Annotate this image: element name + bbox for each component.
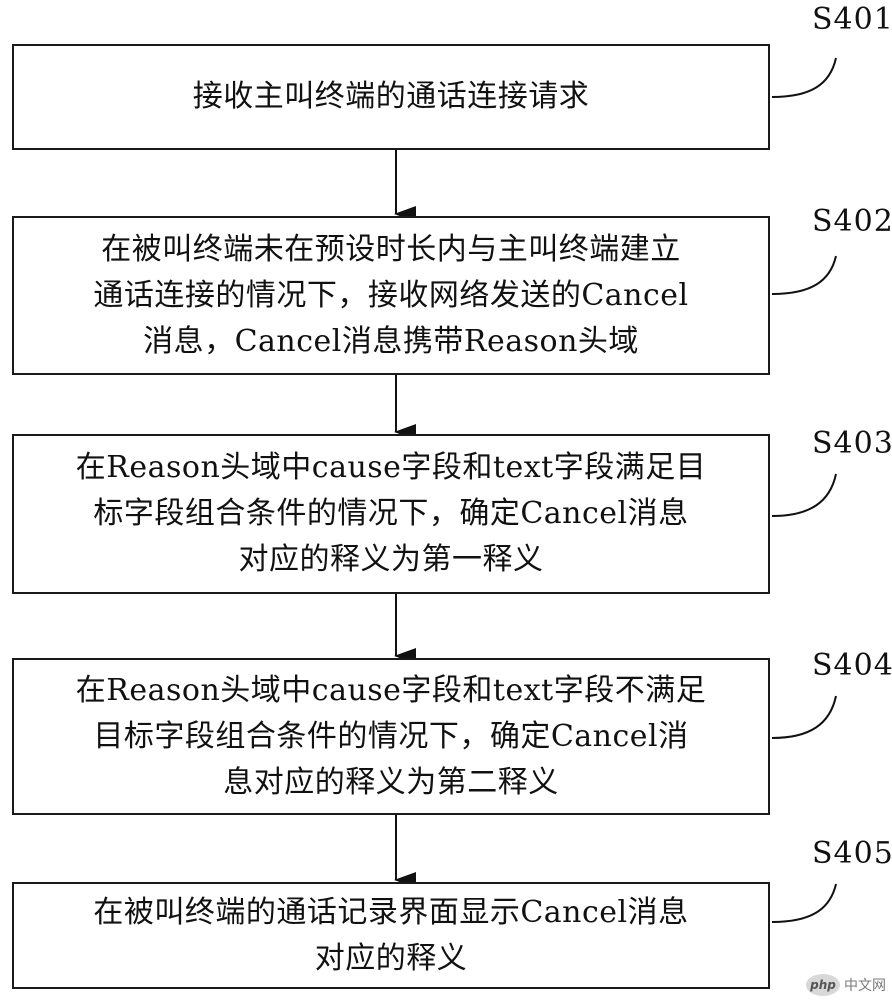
step-box-s402: 在被叫终端未在预设时长内与主叫终端建立 通话连接的情况下，接收网络发送的Canc… xyxy=(12,216,770,375)
site-watermark: php 中文网 xyxy=(806,974,886,996)
step-text-s403: 在Reason头域中cause字段和text字段满足目 标字段组合条件的情况下，… xyxy=(14,445,768,583)
leader-s403 xyxy=(771,473,837,517)
step-line: 对应的释义 xyxy=(314,940,468,976)
step-line: 在被叫终端未在预设时长内与主叫终端建立 xyxy=(101,231,681,267)
step-line: 接收主叫终端的通话连接请求 xyxy=(192,79,590,114)
step-box-s405: 在被叫终端的通话记录界面显示Cancel消息 对应的释义 xyxy=(12,882,770,989)
step-label-s401: S401 xyxy=(812,2,892,37)
leader-s404 xyxy=(771,695,837,739)
step-line: 消息，Cancel消息携带Reason头域 xyxy=(143,323,639,359)
step-line: 目标字段组合条件的情况下，确定Cancel消 xyxy=(93,718,689,754)
step-line: 息对应的释义为第二释义 xyxy=(223,764,559,800)
step-label-s405: S405 xyxy=(812,836,892,871)
leader-s405 xyxy=(771,883,837,923)
watermark-logo: php xyxy=(806,974,840,996)
step-box-s404: 在Reason头域中cause字段和text字段不满足 目标字段组合条件的情况下… xyxy=(12,658,770,815)
step-label-s404: S404 xyxy=(812,648,892,683)
step-box-s403: 在Reason头域中cause字段和text字段满足目 标字段组合条件的情况下，… xyxy=(12,434,770,594)
leader-s402 xyxy=(771,255,837,295)
step-box-s401: 接收主叫终端的通话连接请求 xyxy=(12,44,770,150)
watermark-site-text: 中文网 xyxy=(844,978,886,994)
step-text-s402: 在被叫终端未在预设时长内与主叫终端建立 通话连接的情况下，接收网络发送的Canc… xyxy=(14,227,768,365)
step-line: 对应的释义为第一释义 xyxy=(238,542,544,577)
step-line: 通话连接的情况下，接收网络发送的Cancel xyxy=(93,277,689,313)
step-line: 在被叫终端的通话记录界面显示Cancel消息 xyxy=(93,894,689,930)
step-text-s401: 接收主叫终端的通话连接请求 xyxy=(14,74,768,120)
step-label-s403: S403 xyxy=(812,426,892,461)
step-line: 在Reason头域中cause字段和text字段满足目 xyxy=(75,450,707,485)
step-label-s402: S402 xyxy=(812,204,892,239)
step-line: 标字段组合条件的情况下，确定Cancel消息 xyxy=(93,496,689,531)
step-text-s404: 在Reason头域中cause字段和text字段不满足 目标字段组合条件的情况下… xyxy=(14,668,768,806)
step-text-s405: 在被叫终端的通话记录界面显示Cancel消息 对应的释义 xyxy=(14,890,768,982)
leader-s401 xyxy=(771,57,837,98)
step-line: 在Reason头域中cause字段和text字段不满足 xyxy=(75,672,707,708)
